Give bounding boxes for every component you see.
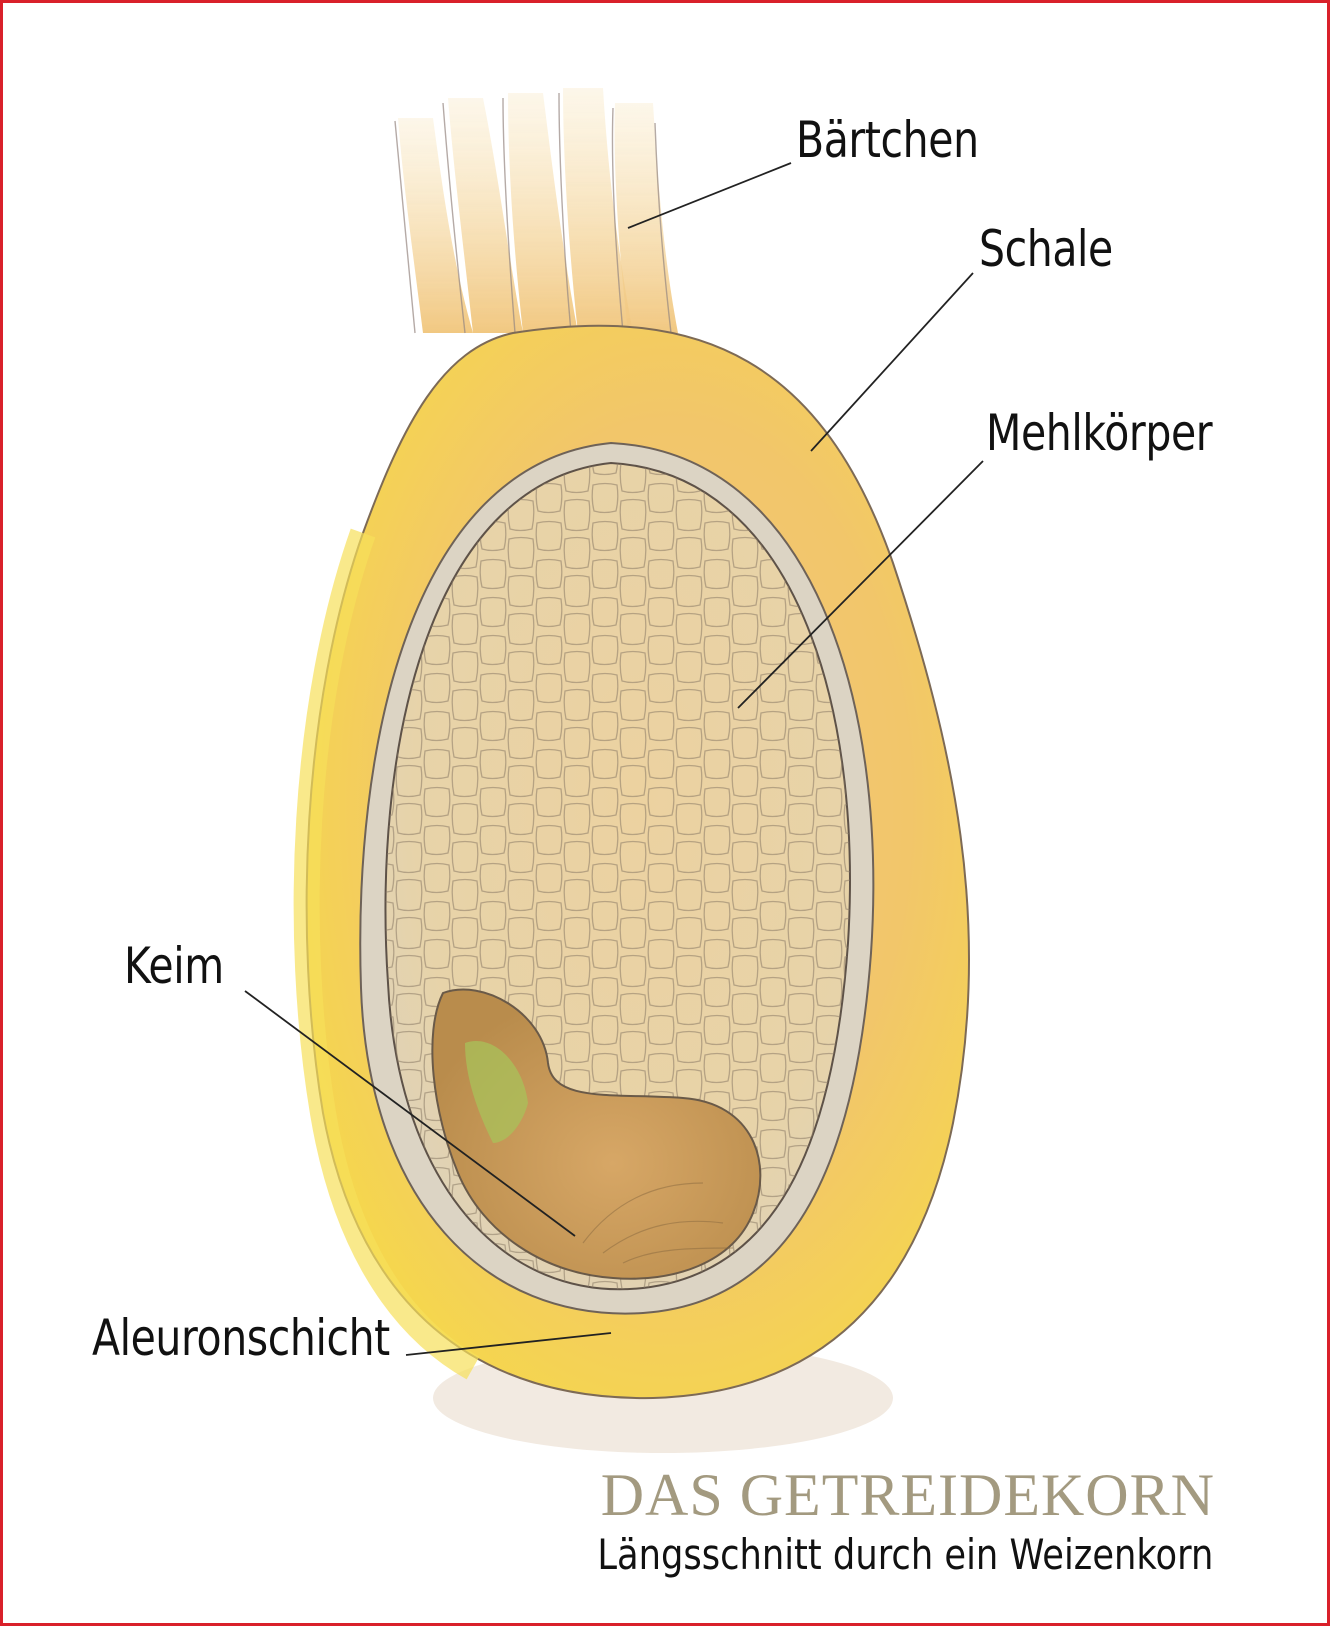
label-keim: Keim: [124, 937, 224, 995]
figure-subtitle: Längsschnitt durch ein Weizenkorn: [596, 1530, 1213, 1579]
label-schale: Schale: [979, 220, 1113, 278]
leader-keim: [244, 990, 576, 1237]
germ-green-tip: [465, 1041, 528, 1143]
hairs: [394, 88, 678, 334]
leader-aleuronschicht: [405, 1332, 612, 1356]
wheat-grain-illustration: [244, 88, 984, 1453]
leader-mehlkoerper: [737, 460, 984, 709]
label-aleuronschicht: Aleuronschicht: [92, 1309, 390, 1367]
label-mehlkoerper: Mehlkörper: [986, 404, 1213, 462]
leader-lines: [244, 162, 984, 1356]
figure-title: DAS GETREIDEKORN: [600, 1462, 1215, 1528]
leader-baertchen: [627, 162, 792, 229]
leader-schale: [810, 272, 974, 452]
germ: [431, 988, 762, 1280]
label-baertchen: Bärtchen: [796, 111, 979, 169]
